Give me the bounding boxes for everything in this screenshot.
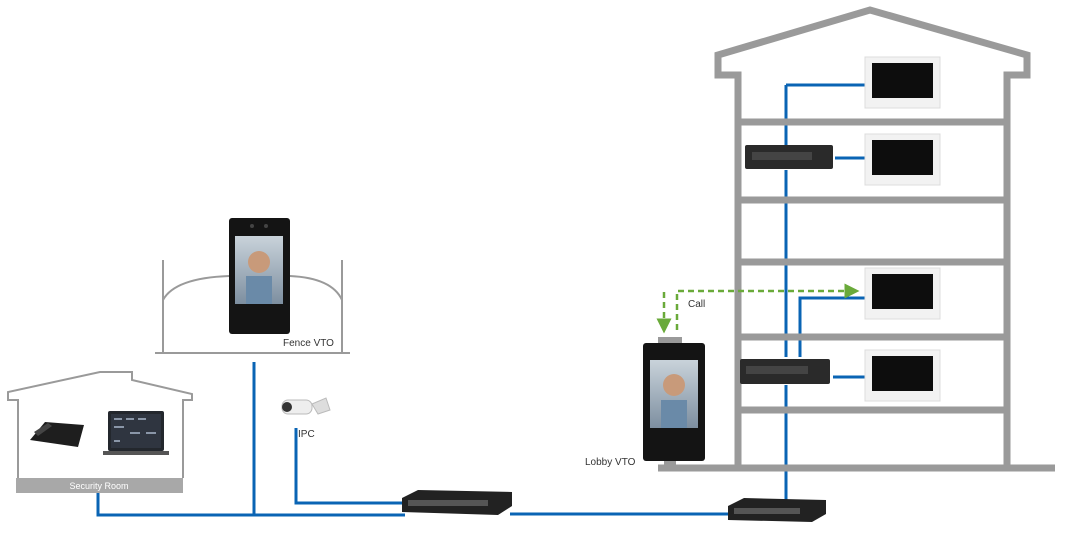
network-cables	[96, 83, 865, 517]
laptop-icon	[103, 411, 169, 455]
lobby-vto-device	[643, 343, 705, 461]
core-switch	[402, 490, 512, 515]
monitor-3-cable	[798, 296, 865, 357]
ipc-cable	[294, 428, 405, 505]
security-room-cable	[96, 493, 405, 517]
ipc-camera-icon	[281, 397, 331, 415]
fence-gate	[155, 260, 350, 354]
indoor-monitors	[864, 56, 941, 402]
call-label: Call	[688, 299, 705, 310]
apartment-building	[658, 6, 1055, 472]
lobby-vto-mount-bottom	[664, 460, 676, 468]
security-room-label: Security Room	[69, 481, 128, 491]
security-room-label-bar	[16, 478, 183, 493]
fence-vto-device	[229, 218, 290, 334]
fence-vto-label: Fence VTO	[283, 338, 334, 349]
security-room-building: Security Room	[7, 371, 193, 493]
lobby-vto-label: Lobby VTO	[585, 457, 636, 468]
lobby-vto-mount-top	[658, 337, 682, 344]
master-station-icon	[30, 422, 84, 447]
building-switch	[728, 498, 826, 522]
indoor-monitor	[864, 267, 941, 320]
indoor-monitor	[864, 349, 941, 402]
call-path	[656, 283, 860, 334]
floor-switch-upper	[745, 145, 833, 169]
indoor-monitor	[864, 133, 941, 186]
indoor-monitor	[864, 56, 941, 109]
floor-switch-lower	[740, 359, 830, 384]
ipc-label: IPC	[298, 429, 315, 440]
